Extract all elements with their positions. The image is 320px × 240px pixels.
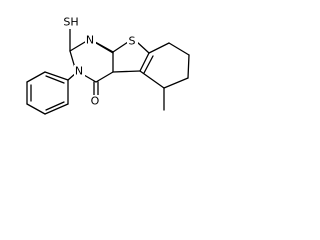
bond-ring-4 — [163, 77, 189, 89]
bond-c7a-c3a-double — [143, 55, 154, 74]
bond-ph-4 — [26, 103, 46, 115]
atom-n3: N — [74, 65, 85, 78]
bond-lines — [26, 26, 190, 115]
atom-label-n1: N — [86, 34, 94, 47]
bond-c3a-c4a — [112, 70, 141, 73]
bond-c7a-c3a — [139, 52, 150, 72]
bond-s-c7a — [136, 41, 150, 54]
bond-ring-1 — [148, 42, 170, 54]
atom-sh: SH — [62, 16, 79, 29]
bond-ring-2 — [168, 42, 190, 56]
bond-n1-c8a-double — [95, 42, 114, 54]
bond-ph-5 — [44, 103, 69, 115]
chemical-structure: SH N S N O — [26, 16, 190, 115]
bond-c4a-c4 — [95, 71, 114, 83]
bond-ring-5 — [139, 70, 165, 89]
bond-ph-inner-b — [45, 101, 65, 111]
bond-c2-n1 — [69, 41, 86, 52]
atom-label-s: S — [129, 35, 136, 48]
atom-label-n3: N — [75, 65, 83, 78]
atom-s: S — [127, 35, 138, 48]
bond-ph-1 — [44, 71, 69, 81]
atom-label-sh: SH — [63, 16, 78, 29]
bond-ring-3 — [187, 54, 190, 79]
bond-ph-inner-c — [45, 75, 65, 84]
atom-o: O — [90, 95, 101, 108]
bond-c8a-s — [112, 41, 129, 53]
bond-c4-n3 — [83, 74, 97, 83]
bond-ph-2 — [26, 71, 46, 83]
atom-n1: N — [85, 34, 96, 47]
atom-label-o: O — [91, 95, 100, 108]
